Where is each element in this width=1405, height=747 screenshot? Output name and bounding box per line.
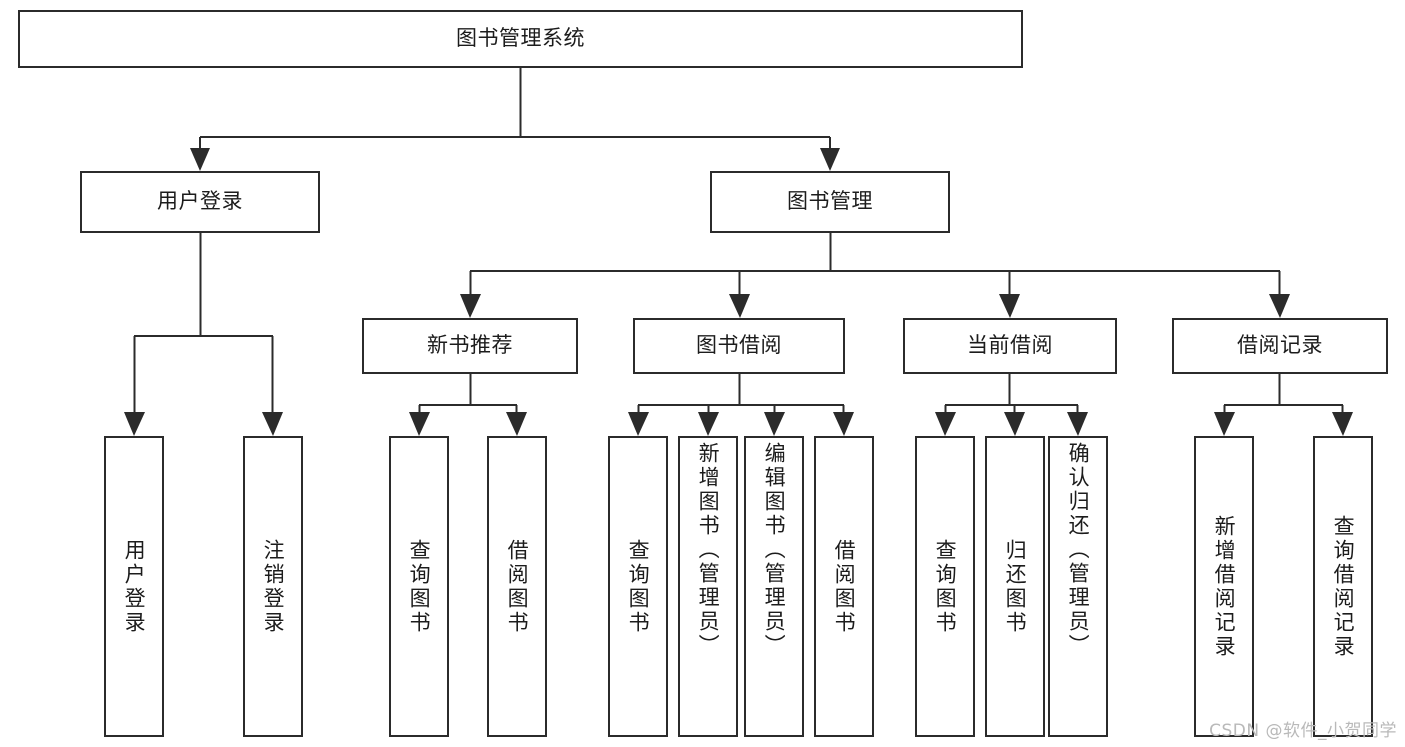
node-borrow-record-label: 借阅记录 [1237, 333, 1323, 358]
arrow-leaf-return-book [1004, 412, 1025, 436]
node-leaf-return-book-label: 归还图书 [1003, 538, 1028, 635]
node-leaf-edit-book-admin[interactable]: 编辑图书（管理员） [744, 436, 804, 737]
node-leaf-borrow-book-2-label: 借阅图书 [832, 538, 857, 635]
node-book-manage[interactable]: 图书管理 [710, 171, 950, 233]
node-leaf-query-book-2-label: 查询图书 [626, 538, 651, 635]
node-user-login[interactable]: 用户登录 [80, 171, 320, 233]
arrow-book-borrow [729, 294, 750, 318]
node-leaf-edit-book-admin-label: 编辑图书（管理员） [762, 442, 787, 658]
arrow-user-login [190, 148, 210, 171]
node-current-borrow[interactable]: 当前借阅 [903, 318, 1117, 374]
node-new-book-recommend[interactable]: 新书推荐 [362, 318, 578, 374]
node-leaf-logout-label: 注销登录 [261, 538, 286, 635]
node-leaf-query-book-1[interactable]: 查询图书 [389, 436, 449, 737]
node-leaf-logout[interactable]: 注销登录 [243, 436, 303, 737]
node-leaf-query-book-3-label: 查询图书 [933, 538, 958, 635]
node-leaf-query-book-3[interactable]: 查询图书 [915, 436, 975, 737]
arrow-leaf-query-borrow-record [1332, 412, 1353, 436]
arrow-leaf-confirm-return-admin [1067, 412, 1088, 436]
node-leaf-user-login[interactable]: 用户登录 [104, 436, 164, 737]
arrow-new-book-recommend [460, 294, 481, 318]
node-leaf-add-borrow-record-label: 新增借阅记录 [1212, 514, 1237, 659]
node-leaf-return-book[interactable]: 归还图书 [985, 436, 1045, 737]
arrow-leaf-user-login [124, 412, 145, 436]
node-leaf-borrow-book-1[interactable]: 借阅图书 [487, 436, 547, 737]
node-leaf-add-book-admin-label: 新增图书（管理员） [696, 442, 721, 658]
node-book-borrow[interactable]: 图书借阅 [633, 318, 845, 374]
node-leaf-add-borrow-record[interactable]: 新增借阅记录 [1194, 436, 1254, 737]
arrow-leaf-query-book-1 [409, 412, 430, 436]
node-leaf-query-borrow-record[interactable]: 查询借阅记录 [1313, 436, 1373, 737]
node-leaf-confirm-return-admin[interactable]: 确认归还（管理员） [1048, 436, 1108, 737]
arrow-leaf-add-borrow-record [1214, 412, 1235, 436]
arrow-borrow-record [1269, 294, 1290, 318]
node-leaf-query-borrow-record-label: 查询借阅记录 [1331, 514, 1356, 659]
arrow-leaf-query-book-3 [935, 412, 956, 436]
node-leaf-add-book-admin[interactable]: 新增图书（管理员） [678, 436, 738, 737]
arrow-leaf-add-book-admin [698, 412, 719, 436]
node-current-borrow-label: 当前借阅 [967, 333, 1053, 358]
node-user-login-label: 用户登录 [157, 189, 243, 214]
node-borrow-record[interactable]: 借阅记录 [1172, 318, 1388, 374]
arrow-leaf-edit-book-admin [764, 412, 785, 436]
arrow-leaf-logout [262, 412, 283, 436]
arrow-leaf-query-book-2 [628, 412, 649, 436]
node-leaf-user-login-label: 用户登录 [122, 538, 147, 635]
node-leaf-borrow-book-2[interactable]: 借阅图书 [814, 436, 874, 737]
node-leaf-query-book-1-label: 查询图书 [407, 538, 432, 635]
node-leaf-borrow-book-1-label: 借阅图书 [505, 538, 530, 635]
node-leaf-confirm-return-admin-label: 确认归还（管理员） [1066, 442, 1091, 658]
node-book-borrow-label: 图书借阅 [696, 333, 782, 358]
node-book-manage-label: 图书管理 [787, 189, 873, 214]
arrow-book-manage [820, 148, 840, 171]
node-new-book-recommend-label: 新书推荐 [427, 333, 513, 358]
node-root-label: 图书管理系统 [456, 26, 585, 51]
arrow-leaf-borrow-book-1 [506, 412, 527, 436]
arrow-leaf-borrow-book-2 [833, 412, 854, 436]
node-root[interactable]: 图书管理系统 [18, 10, 1023, 68]
arrow-current-borrow [999, 294, 1020, 318]
node-leaf-query-book-2[interactable]: 查询图书 [608, 436, 668, 737]
